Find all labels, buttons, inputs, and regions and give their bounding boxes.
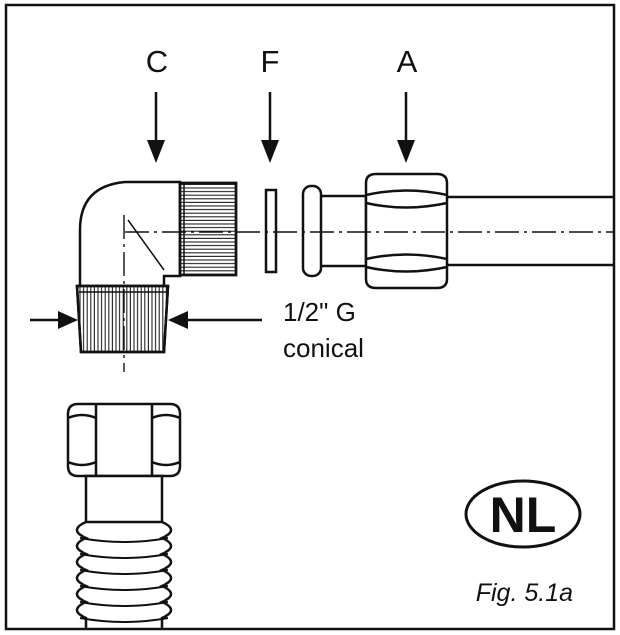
washer-f xyxy=(264,188,278,274)
label-c: C xyxy=(146,44,168,79)
label-a: A xyxy=(397,44,418,79)
thread-spec-line2: conical xyxy=(283,333,364,363)
figure-caption: Fig. 5.1a xyxy=(476,579,573,607)
hex-nut-a xyxy=(364,172,449,290)
arrow-a xyxy=(397,92,415,163)
flexible-hose xyxy=(66,402,182,629)
arrow-f xyxy=(261,92,279,163)
label-f: F xyxy=(261,44,280,79)
pipe-flare xyxy=(301,184,323,278)
elbow-fitting-c xyxy=(75,180,238,354)
figure-frame xyxy=(4,3,616,631)
arrow-c xyxy=(147,92,165,163)
country-badge xyxy=(464,479,582,549)
center-lines xyxy=(123,215,614,372)
pipe xyxy=(316,194,614,268)
thread-size-arrows xyxy=(30,311,262,329)
country-code: NL xyxy=(490,487,557,543)
thread-spec-line1: 1/2" G xyxy=(283,297,356,327)
